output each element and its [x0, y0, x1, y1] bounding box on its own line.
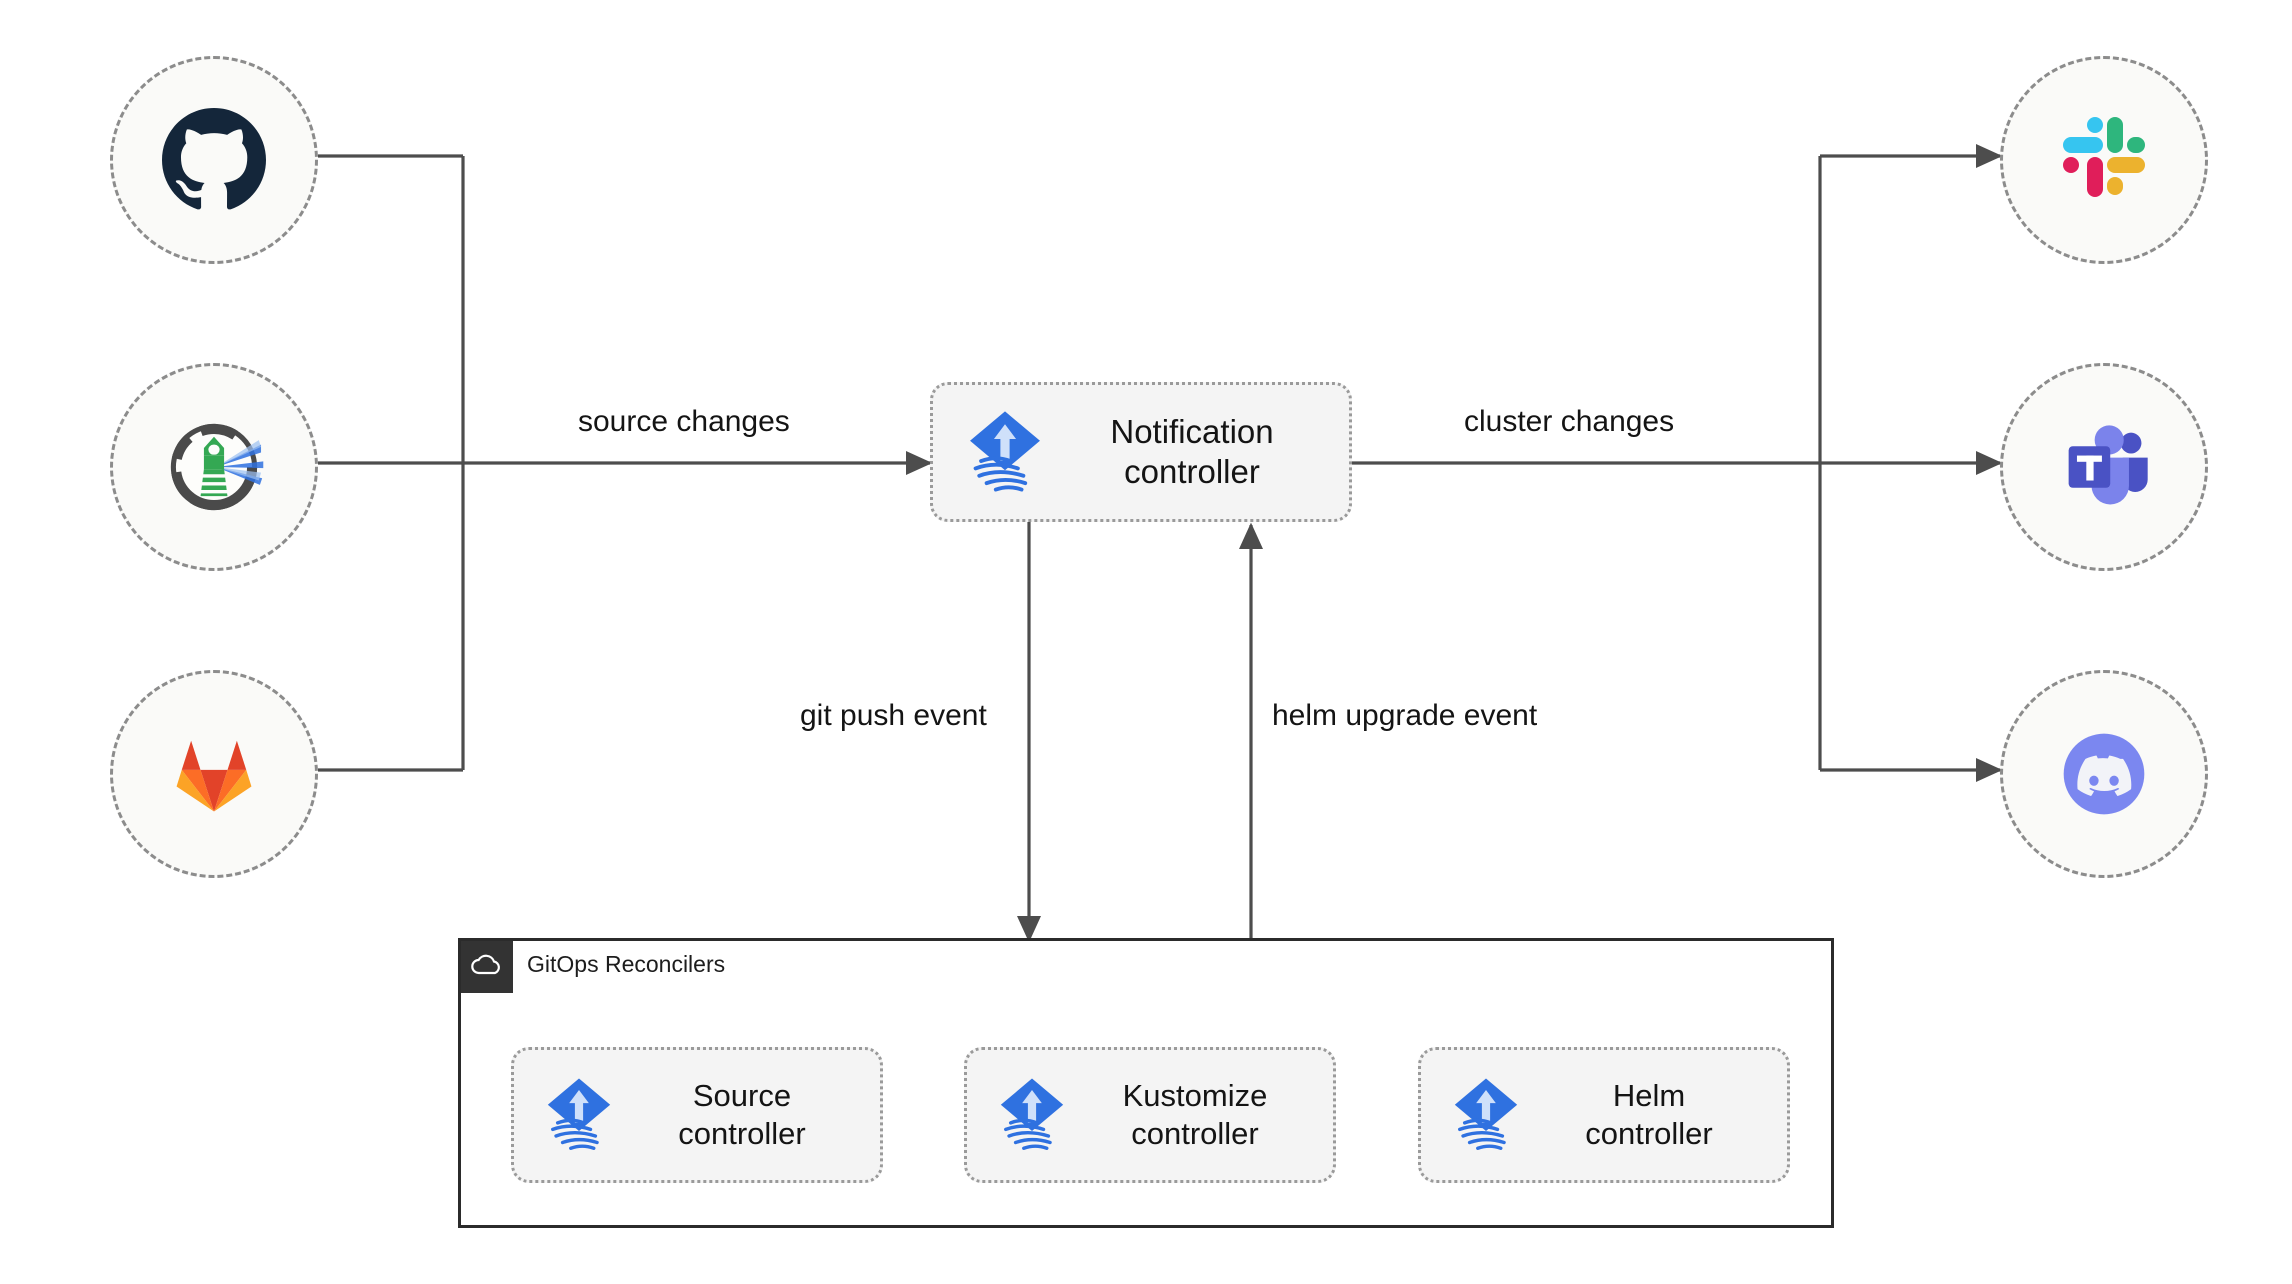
gitlab-icon — [162, 722, 266, 826]
target-node-slack[interactable] — [2000, 56, 2208, 264]
flux-logo-icon — [991, 1072, 1073, 1159]
source-node-github[interactable] — [110, 56, 318, 264]
helm-controller-label: Helm controller — [1585, 1078, 1713, 1151]
flux-lighthouse-icon — [158, 411, 270, 523]
source-node-flux[interactable] — [110, 363, 318, 571]
microsoft-teams-icon — [2052, 415, 2156, 519]
target-node-discord[interactable] — [2000, 670, 2208, 878]
edge-label-git-push-event: git push event — [800, 699, 987, 732]
flux-logo-icon — [1445, 1072, 1527, 1159]
notification-controller-label: Notification controller — [1110, 412, 1274, 490]
notification-controller-box[interactable]: Notification controller — [930, 382, 1352, 522]
gitops-container-title: GitOps Reconcilers — [527, 951, 726, 977]
source-controller-box[interactable]: Source controller — [511, 1047, 883, 1183]
edge-label-cluster-changes: cluster changes — [1464, 405, 1675, 438]
kustomize-controller-box[interactable]: Kustomize controller — [964, 1047, 1336, 1183]
kustomize-controller-label: Kustomize controller — [1122, 1078, 1268, 1151]
flux-logo-icon — [959, 404, 1051, 501]
edge-label-helm-upgrade-event: helm upgrade event — [1272, 699, 1538, 732]
target-node-teams[interactable] — [2000, 363, 2208, 571]
flux-logo-icon — [538, 1072, 620, 1159]
cloud-badge — [461, 941, 513, 993]
source-node-gitlab[interactable] — [110, 670, 318, 878]
slack-icon — [2054, 110, 2154, 210]
edge-label-source-changes: source changes — [578, 405, 790, 438]
github-icon — [162, 108, 266, 212]
helm-controller-box[interactable]: Helm controller — [1418, 1047, 1790, 1183]
discord-icon — [2048, 718, 2160, 830]
gitops-reconcilers-container: GitOps Reconcilers Source controller — [458, 938, 1834, 1228]
cloud-icon — [470, 953, 504, 982]
source-controller-label: Source controller — [678, 1078, 806, 1151]
